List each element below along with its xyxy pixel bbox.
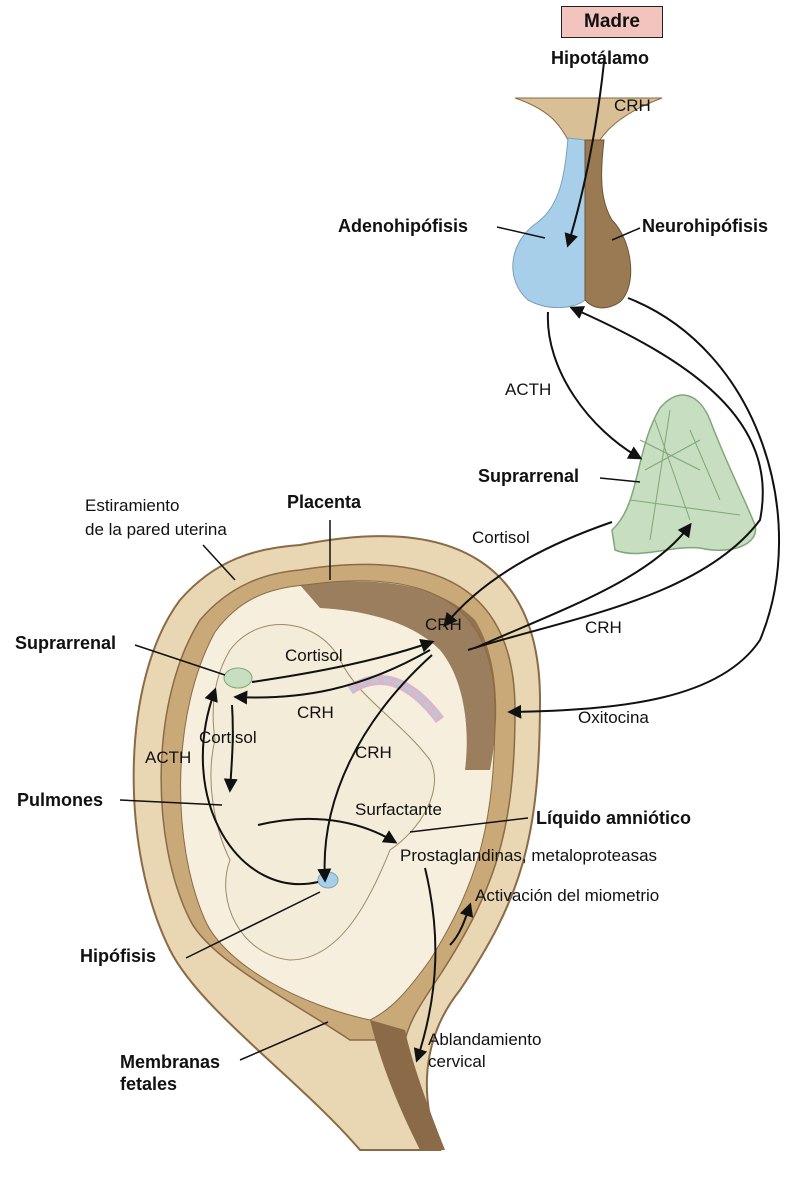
- label-crh-top: CRH: [614, 96, 651, 116]
- label-crh-right: CRH: [585, 618, 622, 638]
- label-crh-fetal-2: CRH: [355, 743, 392, 763]
- label-cortisol-fetal-1: Cortisol: [285, 646, 343, 666]
- label-ablandamiento-2: cervical: [428, 1052, 486, 1072]
- label-estiramiento-1: Estiramiento: [85, 496, 179, 516]
- label-membranas-2: fetales: [120, 1074, 177, 1095]
- label-hipotalamo: Hipotálamo: [551, 48, 649, 69]
- label-acth-mother: ACTH: [505, 380, 551, 400]
- label-membranas-1: Membranas: [120, 1052, 220, 1073]
- label-surfactante: Surfactante: [355, 800, 442, 820]
- label-suprarrenal-mother: Suprarrenal: [478, 466, 579, 487]
- label-adenohipofisis: Adenohipófisis: [338, 216, 468, 237]
- label-placenta: Placenta: [287, 492, 361, 513]
- label-ablandamiento-1: Ablandamiento: [428, 1030, 541, 1050]
- maternal-adrenal: [612, 395, 756, 553]
- label-suprarrenal-fetal: Suprarrenal: [15, 633, 116, 654]
- label-hipofisis: Hipófisis: [80, 946, 156, 967]
- fetal-pituitary: [318, 872, 338, 888]
- madre-box: Madre: [561, 6, 663, 38]
- label-estiramiento-2: de la pared uterina: [85, 520, 227, 540]
- label-oxitocina: Oxitocina: [578, 708, 649, 728]
- label-cortisol-mother: Cortisol: [472, 528, 530, 548]
- label-activacion: Activación del miometrio: [475, 886, 659, 906]
- label-crh-fetal-1: CRH: [297, 703, 334, 723]
- neurohypophysis-lobe: [585, 140, 631, 308]
- label-neurohipofisis: Neurohipófisis: [642, 216, 768, 237]
- maternal-pituitary: [513, 98, 662, 308]
- label-prostaglandinas: Prostaglandinas, metaloproteasas: [400, 846, 657, 866]
- label-acth-fetal: ACTH: [145, 748, 191, 768]
- fetal-adrenal: [224, 668, 252, 688]
- label-pulmones: Pulmones: [17, 790, 103, 811]
- label-cortisol-fetal-2: Cortisol: [199, 728, 257, 748]
- label-liquido-amniotico: Líquido amniótico: [536, 808, 691, 829]
- label-crh-placenta: CRH: [425, 615, 462, 635]
